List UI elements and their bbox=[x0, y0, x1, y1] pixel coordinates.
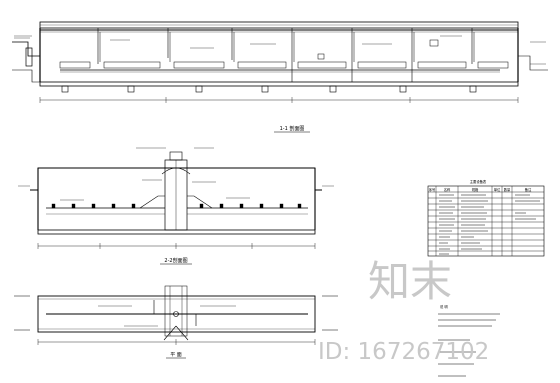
table-header-qty: 数量 bbox=[504, 187, 511, 192]
middle-section-title-text: 2-2剖面图 bbox=[164, 257, 187, 264]
table-header-name: 名称 bbox=[444, 187, 451, 192]
notes-heading: 说 明 bbox=[440, 304, 448, 309]
table-header-spec: 规格 bbox=[472, 187, 479, 192]
top-section bbox=[12, 21, 548, 103]
middle-section bbox=[30, 151, 322, 249]
top-section-title: 1-1 剖面图 bbox=[274, 125, 310, 133]
watermark: 知末 ID: 167267102 bbox=[318, 257, 489, 365]
middle-section-equipment bbox=[51, 203, 302, 209]
middle-section-title: 2-2剖面图 bbox=[160, 257, 192, 265]
top-section-equipment bbox=[59, 32, 509, 69]
plan-view-annotations bbox=[98, 305, 236, 327]
plan-view-title: 平 面 bbox=[166, 352, 186, 359]
notes-block: 说 明 bbox=[438, 304, 500, 377]
watermark-id: ID: 167267102 bbox=[318, 339, 489, 365]
watermark-logo: 知末 bbox=[368, 257, 452, 306]
equipment-table-title: 主要设备表 bbox=[470, 179, 487, 184]
middle-section-annotations bbox=[18, 147, 334, 201]
top-section-title-text: 1-1 剖面图 bbox=[280, 125, 305, 132]
equipment-table-rows bbox=[439, 194, 540, 255]
plan-view bbox=[14, 285, 338, 345]
plan-view-title-text: 平 面 bbox=[170, 352, 182, 358]
table-header-remark: 备注 bbox=[525, 187, 532, 192]
table-header-unit: 单位 bbox=[494, 187, 501, 192]
table-header-no: 序号 bbox=[429, 187, 436, 192]
equipment-table: 主要设备表 bbox=[427, 179, 545, 257]
top-section-annotations bbox=[14, 35, 546, 65]
equipment-table-header: 序号 名称 规格 单位 数量 备注 bbox=[429, 187, 532, 192]
